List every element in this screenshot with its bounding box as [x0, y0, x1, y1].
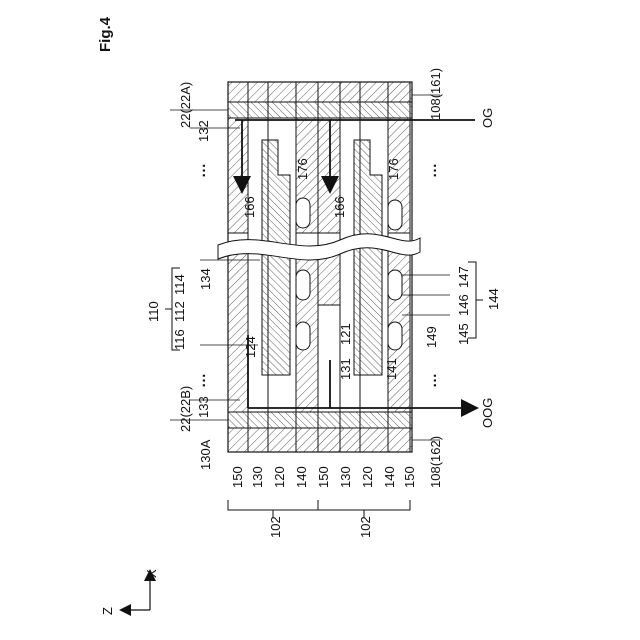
label-22B: 22(22B) [178, 386, 193, 432]
axis-z-label: Z [100, 607, 115, 615]
label-108-162: 108(162) [428, 436, 443, 488]
row-label-130a: 130 [250, 466, 265, 488]
label-145: 145 [456, 323, 471, 345]
left-frame-lower [228, 250, 248, 412]
row-label-150b: 150 [316, 466, 331, 488]
label-130A: 130A [198, 439, 213, 470]
label-141: 141 [384, 358, 399, 380]
label-116: 116 [172, 329, 187, 350]
label-132: 132 [196, 120, 211, 142]
row-label-140a: 140 [294, 466, 309, 488]
label-146: 146 [456, 294, 471, 316]
label-131: 131 [338, 358, 353, 380]
label-112: 112 [172, 301, 187, 322]
brace-102a [228, 500, 318, 518]
label-166a: 166 [242, 196, 257, 218]
label-OG: OG [480, 108, 495, 128]
ellipsis-top-left: … [192, 163, 209, 178]
label-176b: 176 [386, 158, 401, 180]
plate-22A [228, 102, 412, 118]
row-label-140b: 140 [382, 466, 397, 488]
mea-right [354, 140, 382, 375]
plate-161 [228, 82, 412, 102]
row-label-120a: 120 [272, 466, 287, 488]
ellipsis-bottom-right: … [423, 373, 440, 388]
label-22A: 22(22A) [178, 82, 193, 128]
label-110: 110 [146, 301, 161, 322]
label-114: 114 [172, 274, 187, 295]
label-134: 134 [198, 268, 213, 290]
row-label-150a: 150 [230, 466, 245, 488]
label-124: 124 [243, 336, 258, 358]
plate-162 [228, 428, 412, 452]
row-label-130b: 130 [338, 466, 353, 488]
axis-indicator [125, 575, 150, 610]
label-OOG: OOG [480, 398, 495, 428]
label-166b: 166 [332, 196, 347, 218]
label-133: 133 [196, 396, 211, 418]
ellipsis-top-right: … [423, 163, 440, 178]
ellipsis-bottom-left: … [192, 373, 209, 388]
label-149: 149 [424, 326, 439, 348]
label-176a: 176 [295, 158, 310, 180]
figure-title: Fig.4 [97, 16, 114, 52]
label-102b: 102 [358, 516, 373, 538]
label-102a: 102 [268, 516, 283, 538]
axis-x-label: X [144, 569, 159, 578]
row-label-150c: 150 [402, 466, 417, 488]
label-147: 147 [456, 266, 471, 288]
label-108-161: 108(161) [428, 68, 443, 120]
plate-22B [228, 412, 412, 428]
brace-102b [318, 500, 410, 518]
row-label-120b: 120 [360, 466, 375, 488]
label-144: 144 [486, 288, 501, 310]
label-121: 121 [338, 323, 353, 345]
